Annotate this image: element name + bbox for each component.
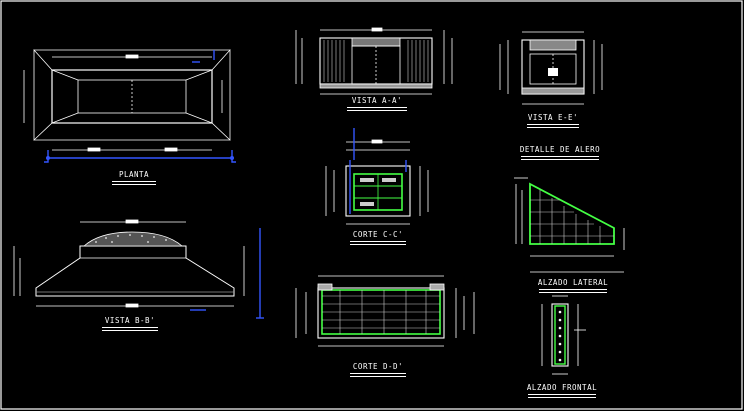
vista-a-drawing (295, 27, 453, 95)
title-corte-d: CORTE D-D' (352, 362, 404, 371)
title-planta: PLANTA (118, 170, 150, 179)
title-alzado-lateral: ALZADO LATERAL (537, 278, 609, 287)
title-corte-c-underline-2 (350, 244, 406, 245)
title-vista-b: VISTA B-B' (104, 316, 156, 325)
title-detalle-alero: DETALLE DE ALERO (519, 145, 601, 154)
vista-e-drawing (499, 31, 603, 105)
title-vista-e-underline (527, 124, 579, 125)
alzado-frontal-drawing (541, 295, 586, 375)
corte-c-drawing (325, 128, 429, 225)
title-vista-b-underline (102, 327, 158, 328)
title-vista-e-underline-2 (527, 127, 579, 128)
title-planta-underline-2 (112, 184, 156, 185)
title-corte-c: CORTE C-C' (352, 230, 404, 239)
title-corte-c-underline (350, 241, 406, 242)
title-alzado-lateral-underline (539, 289, 607, 290)
title-vista-e: VISTA E-E' (527, 113, 579, 122)
title-vista-a-underline-2 (347, 110, 407, 111)
corte-d-drawing (295, 275, 475, 347)
title-vista-b-underline-2 (102, 330, 158, 331)
title-alzado-frontal: ALZADO FRONTAL (526, 383, 598, 392)
alzado-lateral-drawing (514, 177, 625, 273)
title-detalle-alero-underline-2 (521, 159, 599, 160)
title-alzado-frontal-underline-2 (528, 397, 596, 398)
vista-b-drawing (13, 219, 264, 319)
title-corte-d-underline-2 (350, 376, 406, 377)
title-corte-d-underline (350, 373, 406, 374)
title-detalle-alero-underline (521, 156, 599, 157)
title-vista-a: VISTA A-A' (351, 96, 403, 105)
title-planta-underline (112, 181, 156, 182)
title-vista-a-underline (347, 107, 407, 108)
planta-drawing (23, 48, 236, 163)
title-alzado-frontal-underline (528, 394, 596, 395)
title-alzado-lateral-underline-2 (539, 292, 607, 293)
